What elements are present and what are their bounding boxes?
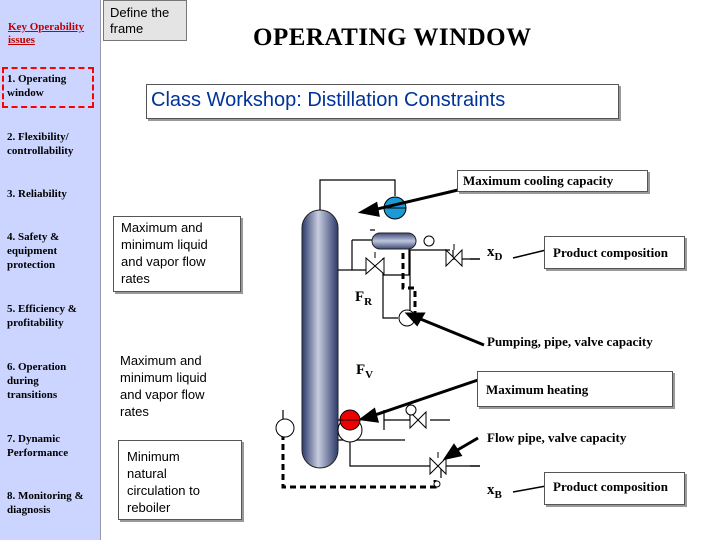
control-signal-lines xyxy=(281,253,437,489)
callout-max-heating: Maximum heating xyxy=(477,371,673,407)
steam-flow-sensor xyxy=(405,404,417,416)
sidebar-item-transitions[interactable]: 6. Operation during transitions xyxy=(7,361,67,401)
heating-valve[interactable] xyxy=(409,410,427,430)
callout-max-cooling: Maximum cooling capacity xyxy=(457,170,648,192)
reflux-valve[interactable] xyxy=(365,252,385,276)
top-level-sensor xyxy=(423,235,435,247)
sidebar-item-monitoring[interactable]: 8. Monitoring & diagnosis xyxy=(7,490,84,516)
condenser[interactable] xyxy=(371,232,417,250)
callout-product-top: Product composition xyxy=(544,236,685,269)
active-item-highlight xyxy=(2,67,94,108)
sidebar-item-reliability[interactable]: 3. Reliability xyxy=(7,188,67,200)
label-flow-pipe: Flow pipe, valve capacity xyxy=(487,430,627,445)
define-frame-button[interactable]: Define the frame xyxy=(103,0,187,41)
page-title: OPERATING WINDOW xyxy=(253,24,532,51)
sidebar-item-safety[interactable]: 4. Safety & equipment protection xyxy=(7,231,60,271)
callout-product-bottom: Product composition xyxy=(544,472,685,505)
note-liquid-vapor-bottom: Maximum and minimum liquid and vapor flo… xyxy=(120,353,207,419)
sidebar-item-efficiency[interactable]: 5. Efficiency & profitability xyxy=(7,303,77,329)
pointer-arrows xyxy=(357,188,485,461)
workshop-text: : Distillation Constraints xyxy=(296,89,506,111)
note-liquid-vapor-top: Maximum and minimum liquid and vapor flo… xyxy=(113,216,241,292)
bottoms-flow-sensor xyxy=(433,480,441,488)
sidebar-item-flexibility[interactable]: 2. Flexibility/ controllability xyxy=(7,131,74,157)
sidebar-title[interactable]: Key Operability issues xyxy=(8,21,85,46)
workshop-label: Class Workshop xyxy=(151,89,297,111)
distillation-column[interactable] xyxy=(301,209,339,469)
bottom-level-sensor xyxy=(275,418,295,438)
sidebar-item-dynamic[interactable]: 7. Dynamic Performance xyxy=(7,433,69,459)
bottoms-valve[interactable] xyxy=(429,452,447,476)
label-pumping: Pumping, pipe, valve capacity xyxy=(487,334,653,349)
var-xd: xD xyxy=(487,244,503,263)
var-fr: FR xyxy=(355,289,373,308)
var-fv: FV xyxy=(356,362,374,381)
workshop-banner: Class Workshop: Distillation Constraints xyxy=(146,84,619,119)
sidebar-item-operating-window[interactable]: 1. Operating window xyxy=(7,73,67,99)
var-xb: xB xyxy=(487,482,502,501)
note-min-circulation: Minimum natural circulation to reboiler xyxy=(118,440,242,520)
sidebar: Key Operability issues 1. Operating wind… xyxy=(0,0,101,540)
distillate-valve[interactable] xyxy=(445,244,463,268)
